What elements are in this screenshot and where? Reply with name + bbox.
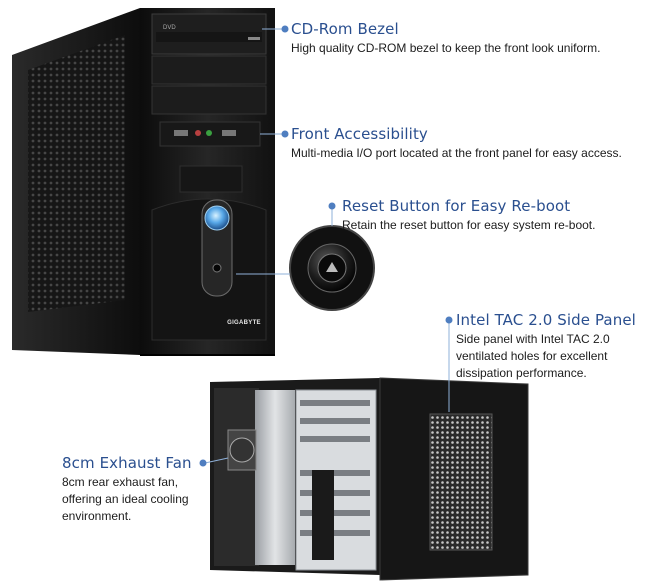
- callout-title: Intel TAC 2.0 Side Panel: [456, 311, 636, 329]
- svg-text:DVD: DVD: [163, 25, 176, 31]
- callout-pointers: [204, 28, 450, 464]
- callout-tac-side-panel: Intel TAC 2.0 Side Panel Side panel with…: [456, 311, 636, 382]
- callout-reset-button: Reset Button for Easy Re-boot Retain the…: [342, 197, 595, 234]
- callout-exhaust-fan: 8cm Exhaust Fan 8cm rear exhaust fan, of…: [62, 454, 192, 525]
- reset-button-closeup: [289, 225, 375, 311]
- callout-description: High quality CD-ROM bezel to keep the fr…: [291, 41, 601, 55]
- description-line: 8cm rear exhaust fan,: [62, 475, 179, 489]
- description-line: environment.: [62, 509, 132, 523]
- callout-title: 8cm Exhaust Fan: [62, 454, 192, 472]
- tower-open: [210, 377, 529, 581]
- callout-front-accessibility: Front Accessibility Multi-media I/O port…: [291, 125, 622, 162]
- case-brand-logo: GIGABYTE: [227, 320, 261, 326]
- callout-title: Reset Button for Easy Re-boot: [342, 197, 571, 215]
- description-line: ventilated holes for excellent: [456, 349, 608, 363]
- callout-cdrom-bezel: CD-Rom Bezel High quality CD-ROM bezel t…: [291, 20, 600, 57]
- callout-title: Front Accessibility: [291, 125, 428, 143]
- tower-closed: DVD: [12, 8, 275, 356]
- callout-title: CD-Rom Bezel: [291, 20, 399, 38]
- callout-description: Retain the reset button for easy system …: [342, 218, 596, 232]
- description-line: offering an ideal cooling: [62, 492, 189, 506]
- callout-description: Multi-media I/O port located at the fron…: [291, 146, 622, 160]
- callout-description: Side panel with Intel TAC 2.0 ventilated…: [456, 331, 636, 382]
- callout-dots: [199, 25, 453, 467]
- callout-description: 8cm rear exhaust fan, offering an ideal …: [62, 474, 192, 525]
- description-line: Side panel with Intel TAC 2.0: [456, 332, 610, 346]
- description-line: dissipation performance.: [456, 366, 587, 380]
